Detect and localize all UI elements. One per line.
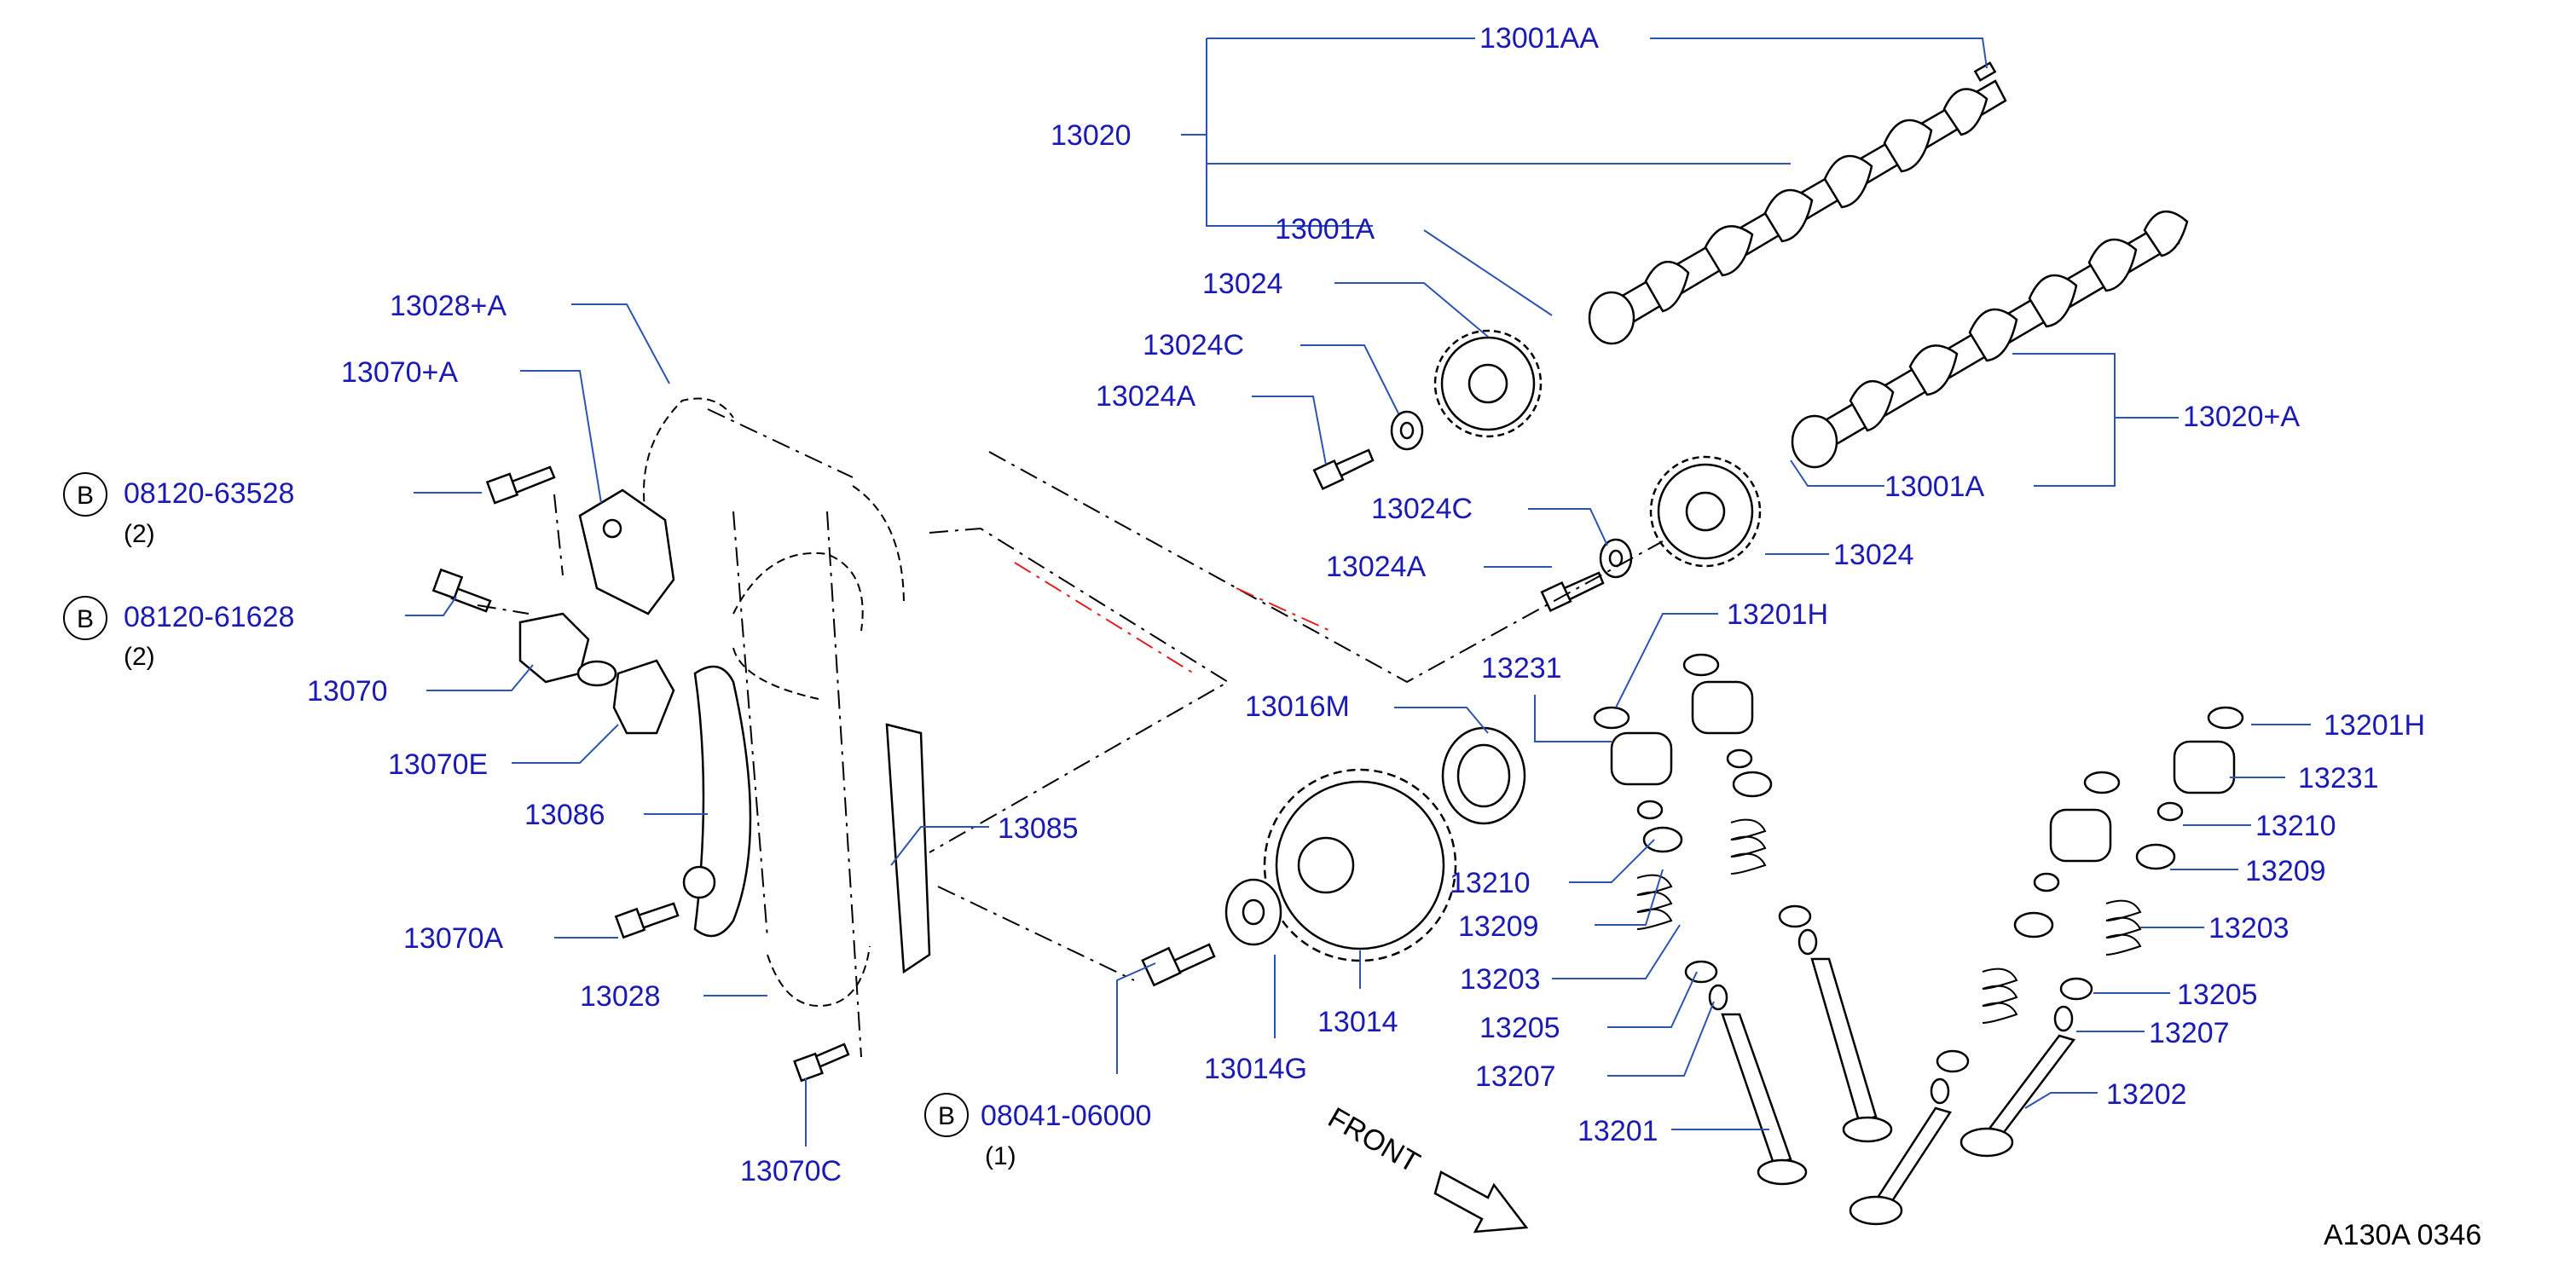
lower-washer-hole	[1608, 549, 1624, 568]
label-13028[interactable]: 13028	[580, 980, 661, 1013]
label-13085[interactable]: 13085	[998, 812, 1079, 845]
crank-sprocket	[1263, 768, 1457, 962]
label-13028A[interactable]: 13028+A	[390, 290, 507, 322]
label-13205-left[interactable]: 13205	[1479, 1012, 1560, 1044]
label-13020A[interactable]: 13020+A	[2183, 401, 2300, 433]
label-13001A-top[interactable]: 13001A	[1275, 213, 1375, 245]
tension-guide	[885, 723, 931, 974]
label-08120-61628[interactable]: 08120-61628	[124, 601, 294, 633]
tensioner-bracket	[578, 488, 675, 615]
label-13205-right[interactable]: 13205	[2177, 979, 2258, 1011]
left-valve-assembly	[1593, 706, 1808, 1186]
front-direction-label: FRONT	[1323, 1101, 1425, 1179]
badge-b-3: B	[938, 1102, 955, 1130]
label-13207-right[interactable]: 13207	[2149, 1017, 2230, 1049]
label-13070C[interactable]: 13070C	[740, 1155, 842, 1187]
tensioner-gasket	[612, 659, 675, 735]
crank-bolt	[1141, 943, 1216, 987]
label-13202[interactable]: 13202	[2106, 1078, 2187, 1111]
guide-bolt	[614, 865, 716, 939]
badge-circle-2	[63, 596, 107, 640]
label-13024C-top[interactable]: 13024C	[1143, 329, 1244, 361]
label-13014G[interactable]: 13014G	[1204, 1053, 1307, 1085]
quantity-08041-06000: (1)	[985, 1142, 1016, 1170]
crank-washer-hole	[1242, 898, 1265, 926]
part-labels: 13001AA 13020 13001A 13024 13024C 13024A…	[124, 22, 2425, 1187]
label-13210-left[interactable]: 13210	[1450, 867, 1531, 899]
upper-sprocket-bolt	[1312, 448, 1375, 491]
lower-cam-sprocket	[1649, 455, 1762, 568]
label-13231-left[interactable]: 13231	[1481, 652, 1562, 684]
label-13024C-mid[interactable]: 13024C	[1371, 493, 1473, 525]
label-13209-left[interactable]: 13209	[1458, 910, 1539, 943]
label-08120-63528[interactable]: 08120-63528	[124, 477, 294, 510]
label-13209-right[interactable]: 13209	[2245, 855, 2326, 887]
middle-timing-chain	[732, 552, 864, 700]
upper-cam-sprocket	[1433, 329, 1543, 438]
badge-circle-3	[924, 1093, 969, 1137]
label-13070A-top[interactable]: 13070+A	[341, 356, 458, 389]
label-13070A[interactable]: 13070A	[403, 922, 504, 955]
left-valve-assembly-2	[1682, 653, 1893, 1143]
guide-bolt-lower	[793, 1043, 850, 1083]
badge-b-1: B	[77, 482, 94, 510]
right-valve-assembly	[1959, 706, 2244, 1158]
label-13210-right[interactable]: 13210	[2255, 810, 2336, 842]
label-13024A-mid[interactable]: 13024A	[1326, 551, 1427, 583]
label-13014[interactable]: 13014	[1317, 1006, 1398, 1038]
lower-timing-chain	[767, 945, 871, 1008]
label-13016M[interactable]: 13016M	[1245, 690, 1350, 723]
slack-guide	[693, 665, 752, 938]
front-arrow-icon	[1433, 1170, 1529, 1233]
label-13024-top[interactable]: 13024	[1202, 268, 1283, 300]
label-13203-left[interactable]: 13203	[1460, 963, 1541, 996]
label-13070E[interactable]: 13070E	[388, 748, 488, 781]
label-13203-right[interactable]: 13203	[2208, 912, 2289, 944]
quantity-notes: (2) (2) (1)	[124, 520, 1016, 1170]
quantity-08120-63528: (2)	[124, 520, 155, 548]
idler-sprocket	[1441, 726, 1526, 825]
part-drawings	[431, 61, 2244, 1233]
label-13086[interactable]: 13086	[524, 799, 605, 831]
label-13020[interactable]: 13020	[1051, 119, 1132, 152]
b-badges: B B B	[63, 472, 969, 1137]
label-13001AA[interactable]: 13001AA	[1479, 22, 1599, 55]
badge-circle-1	[63, 472, 107, 517]
label-13207-left[interactable]: 13207	[1475, 1060, 1556, 1093]
upper-washer-hole	[1399, 421, 1415, 440]
label-08041-06000[interactable]: 08041-06000	[981, 1100, 1151, 1132]
lower-camshaft	[1791, 210, 2189, 469]
label-13070[interactable]: 13070	[307, 675, 388, 708]
badge-b-2: B	[77, 605, 94, 633]
label-13201[interactable]: 13201	[1577, 1115, 1658, 1147]
upper-timing-chain	[643, 397, 905, 606]
right-valve-assembly-2	[1849, 771, 2121, 1226]
label-13201H-right[interactable]: 13201H	[2324, 709, 2425, 742]
chain-path-lines	[477, 408, 1664, 1058]
label-13001A-mid[interactable]: 13001A	[1884, 471, 1985, 503]
leader-lines	[405, 38, 2311, 1147]
label-13231-right[interactable]: 13231	[2298, 762, 2379, 794]
upper-camshaft	[1588, 61, 2007, 345]
diagram-code: A130A 0346	[2324, 1219, 2481, 1251]
tensioner-bolt-upper	[485, 465, 556, 505]
label-13201H-left[interactable]: 13201H	[1727, 598, 1828, 631]
label-13024A-top[interactable]: 13024A	[1096, 380, 1196, 413]
quantity-08120-61628: (2)	[124, 643, 155, 671]
chain-tensioner	[518, 612, 617, 687]
label-13024-mid[interactable]: 13024	[1833, 539, 1914, 571]
tensioner-bolt-lower	[431, 568, 492, 613]
